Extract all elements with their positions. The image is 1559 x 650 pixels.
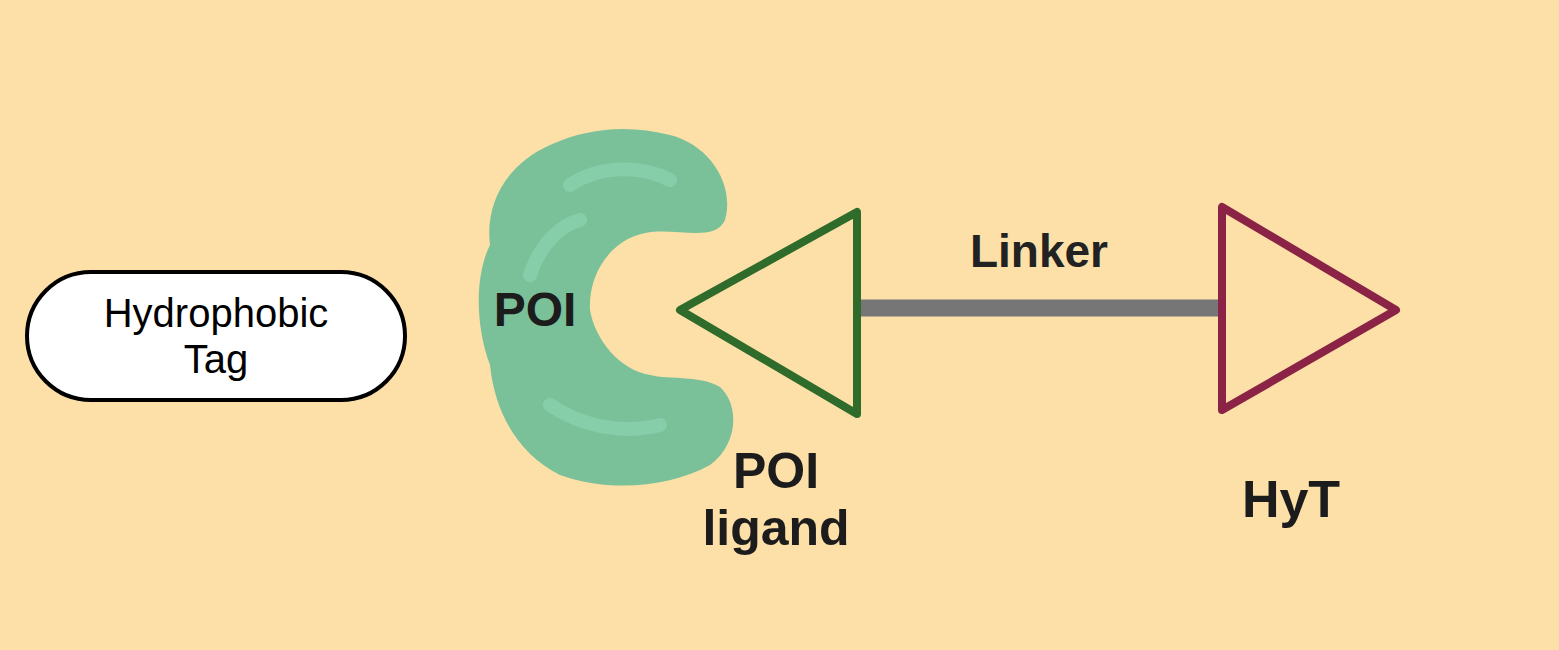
protein-blob: POI bbox=[470, 125, 740, 490]
node-label: POI ligand bbox=[676, 443, 876, 558]
text-holder: POI ligand bbox=[670, 435, 882, 565]
node-label: HyT bbox=[1201, 470, 1381, 530]
hyt-triangle: HyT bbox=[1216, 200, 1402, 540]
node-label: Hydrophobic Tag bbox=[91, 290, 341, 382]
edge-label: Linker bbox=[970, 224, 1108, 278]
text-holder: HyT bbox=[1196, 465, 1386, 535]
text-holder: POI bbox=[470, 280, 600, 340]
node-label: POI bbox=[470, 282, 600, 337]
linker-bar bbox=[858, 308, 1220, 309]
pill-box: Hydrophobic Tag bbox=[25, 270, 407, 402]
text-holder: Hydrophobic Tag bbox=[29, 274, 403, 398]
ligand-triangle: POI ligand bbox=[670, 200, 862, 570]
